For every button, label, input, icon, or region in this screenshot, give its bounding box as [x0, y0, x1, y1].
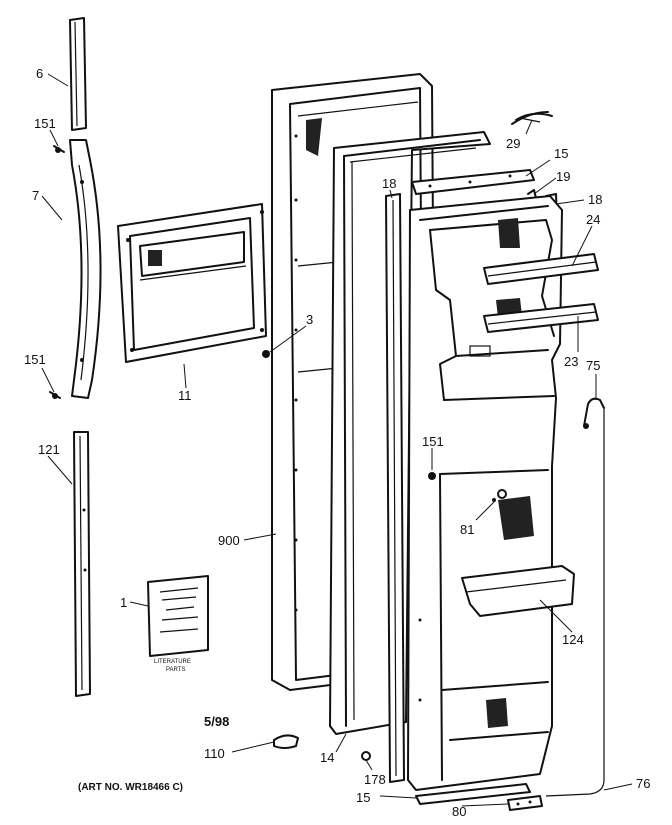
- part-75-tube-connector: [583, 397, 605, 429]
- art-number: (ART NO. WR18466 C): [78, 782, 183, 793]
- booklet-title: LITERATURE: [154, 659, 191, 665]
- label-part-15-bottom: 15: [356, 790, 370, 805]
- part-1-literature-booklet: LITERATURE PARTS: [147, 575, 209, 673]
- label-part-3: 3: [306, 312, 313, 327]
- label-part-18-left: 18: [382, 176, 396, 191]
- inner-door-liner: [407, 195, 563, 791]
- label-part-15-top: 15: [554, 146, 568, 161]
- part-80-bottom-piece: [507, 795, 543, 811]
- label-part-7: 7: [32, 188, 39, 203]
- part-15-top-trim: [411, 169, 535, 195]
- part-6-handle-cap: [69, 17, 87, 131]
- label-part-14: 14: [320, 750, 334, 765]
- label-part-29: 29: [506, 136, 520, 151]
- part-7-handle: [69, 139, 102, 399]
- part-124-bottom-bin: [461, 565, 575, 617]
- label-part-121: 121: [38, 442, 60, 457]
- part-15-bottom-trim: [415, 783, 531, 805]
- label-part-124: 124: [562, 632, 584, 647]
- date-code: 5/98: [204, 714, 229, 729]
- label-part-18-right: 18: [588, 192, 602, 207]
- part-110-clip: [273, 734, 299, 749]
- label-part-81: 81: [460, 522, 474, 537]
- label-part-1: 1: [120, 595, 127, 610]
- part-24-upper-shelf: [483, 253, 599, 285]
- part-151-screw-liner: [428, 472, 436, 480]
- label-part-24: 24: [586, 212, 600, 227]
- leader-lines: [41, 73, 633, 807]
- part-151-screw-upper: [53, 145, 65, 153]
- label-part-178: 178: [364, 772, 386, 787]
- part-178-fastener: [361, 751, 371, 761]
- label-part-19: 19: [556, 169, 570, 184]
- label-part-11: 11: [178, 388, 192, 403]
- part-19-clip: [527, 189, 537, 199]
- booklet-subtitle: PARTS: [166, 667, 185, 673]
- part-29-wire-harness: [511, 111, 553, 125]
- part-labels: 6 151 7 151 121 1 11 3 900 18 15 19 18 2…: [24, 66, 650, 819]
- label-part-6: 6: [36, 66, 43, 81]
- label-part-75: 75: [586, 358, 600, 373]
- label-part-900: 900: [218, 533, 240, 548]
- part-121-lower-trim: [73, 431, 91, 697]
- part-23-lower-shelf: [483, 303, 599, 333]
- label-part-80: 80: [452, 804, 466, 819]
- label-part-76: 76: [636, 776, 650, 791]
- label-part-151-liner: 151: [422, 434, 444, 449]
- label-part-110: 110: [204, 746, 225, 761]
- part-81-clip: [492, 489, 507, 502]
- part-76-water-tube: [545, 408, 605, 797]
- part-151-screw-lower: [49, 391, 61, 399]
- part-11-dispenser-cover: [117, 203, 267, 363]
- label-part-151-lower: 151: [24, 352, 46, 367]
- part-3-plug: [262, 350, 270, 358]
- label-part-23: 23: [564, 354, 578, 369]
- part-18-breaker-strip-left: [385, 193, 405, 783]
- label-part-151-upper: 151: [34, 116, 56, 131]
